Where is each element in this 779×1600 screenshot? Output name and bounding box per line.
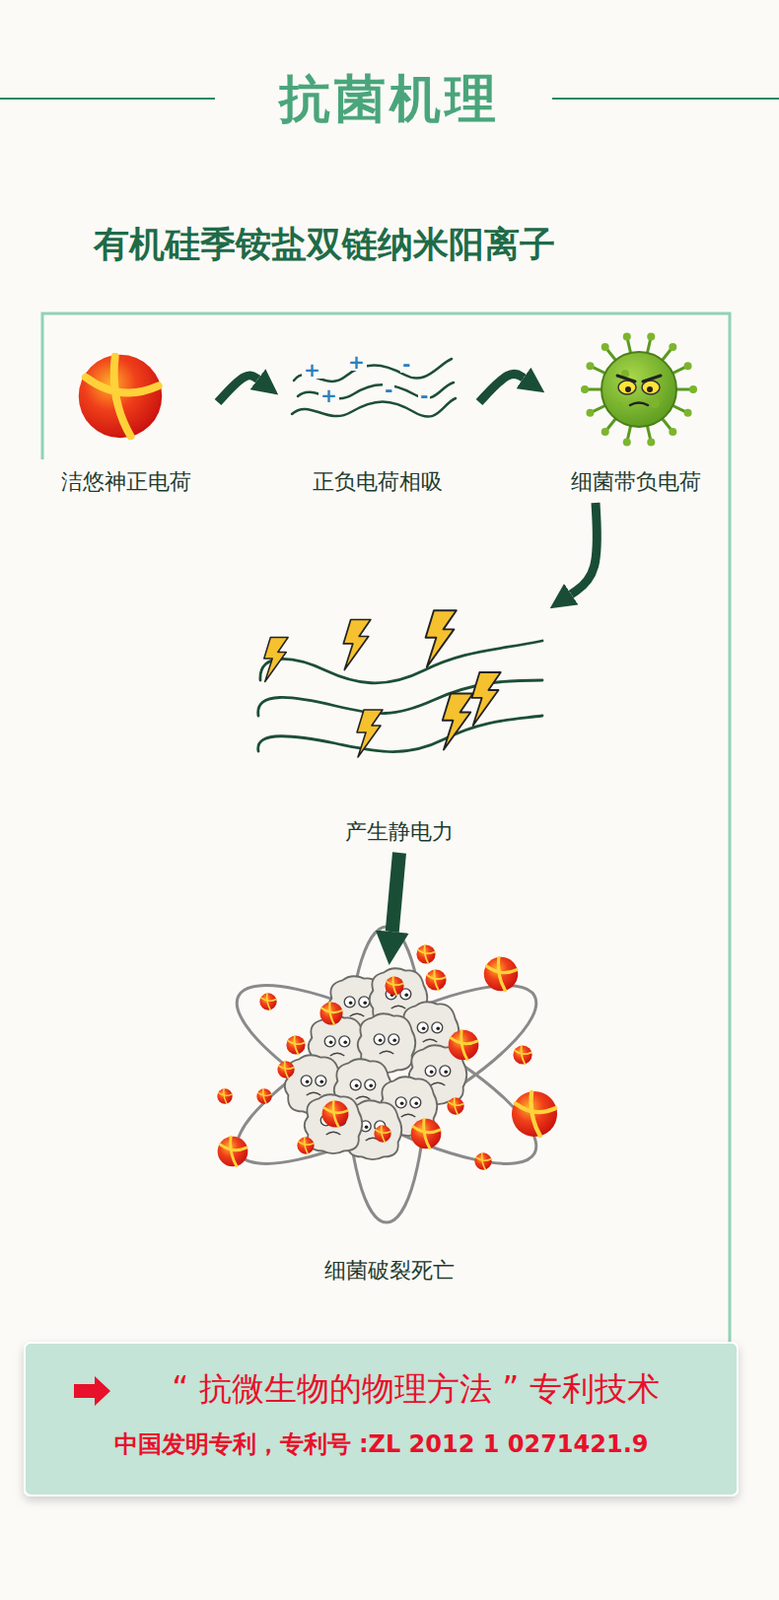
drawing-part [684,409,693,418]
drawing-part [623,332,632,341]
attract-node: 正负电荷相吸 [275,345,480,503]
charge-balls [216,944,558,1170]
charge-sign: + [301,360,323,379]
virus-figure [580,332,698,446]
force-node: 产生静电力 [245,591,554,853]
bacteria-cluster [284,968,468,1160]
charge-sign: - [400,354,413,373]
drawing-part [448,1030,480,1062]
drawing-part [319,1001,343,1025]
drawing-part [356,709,383,758]
drawing-part [474,1152,492,1170]
drawing-part [649,398,660,409]
charge-sign: - [382,380,395,399]
drawing-part [616,402,623,409]
drawing-part [585,409,594,418]
charge-ball [78,354,162,438]
drawing-part [617,375,661,382]
drawing-part [601,343,610,352]
drawing-part [484,957,519,992]
drawing-part [285,1035,305,1055]
drawing-part [646,332,655,341]
drawing-part [512,1045,532,1064]
drawing-part [472,672,501,726]
drawing-part [424,969,446,991]
drawing-part [264,637,288,683]
drawing-part [442,694,474,751]
frame-line [42,313,730,1344]
orbit-lines [215,926,557,1223]
patent-heading: “ 抗微生物的物理方法 ” 专利技术 [18,1364,744,1415]
drawing-part [416,944,435,964]
drawing-part [684,361,693,370]
bacteria-node: 细菌带负电荷 [541,333,731,503]
caption: 正负电荷相吸 [275,467,480,497]
drawing-part [618,380,637,395]
drawing-part [601,427,610,436]
drawing-part [259,992,277,1010]
drawing-part [296,1136,314,1154]
drawing-part [668,427,677,436]
flow-arrow [392,852,400,932]
flow-arrow [217,375,258,403]
charge-node: 洁悠神正电荷 [33,345,218,503]
drawing-part [580,385,589,394]
title-rule [0,97,215,100]
drawing-part [217,373,597,932]
force-waves [258,640,543,753]
drawing-part [446,1097,464,1115]
drawing-part [641,380,660,395]
drawing-part [217,1136,249,1168]
virus-spikes [580,332,698,446]
drawing-part [216,1088,232,1104]
drawing-part [646,386,653,393]
caption: 洁悠神正电荷 [33,467,218,497]
virus-body [601,352,677,427]
drawing-part [260,640,543,684]
drawing-part [258,680,543,716]
drawing-part [511,1091,558,1137]
drawing-part [411,1119,442,1150]
pointer-arrow [73,1376,111,1407]
drawing-part [291,398,456,418]
drawing-part [215,954,557,1196]
drawing-part [425,610,457,668]
caption: 产生静电力 [245,817,554,848]
flow-arrow [570,502,597,595]
drawing-part [258,715,543,753]
page-title: 抗菌机理 [0,67,779,131]
title-rule [552,97,779,100]
caption: 细菌带负电荷 [541,467,731,497]
drawing-part [256,1088,272,1104]
charge-sign: + [346,353,367,371]
drawing-part [630,403,648,407]
patent-panel [24,1343,738,1496]
burst-node: 细菌破裂死亡 [201,961,578,1292]
drawing-part [293,358,452,382]
drawing-part [343,620,371,671]
drawing-part [322,1101,350,1129]
drawing-part [585,361,594,370]
caption: 细菌破裂死亡 [201,1256,578,1286]
subtitle: 有机硅季铵盐双链纳米阳离子 [93,222,556,267]
flow-arrow [479,373,524,403]
patent-number: 中国发明专利，专利号 :ZL 2012 1 0271421.9 [18,1427,744,1462]
lightning-bolts [264,610,501,758]
drawing-part [215,954,557,1196]
drawing-part [277,1061,294,1078]
drawing-part [689,385,698,394]
patent-box: “ 抗微生物的物理方法 ” 专利技术中国发明专利，专利号 :ZL 2012 1 … [18,1343,744,1496]
charge-sign: + [318,386,340,405]
chain-waves [291,358,456,418]
drawing-part [384,976,404,995]
drawing-part [623,438,632,447]
charge-sign: - [418,386,430,405]
drawing-part [625,386,632,393]
drawing-part [668,343,677,352]
drawing-part [646,438,655,447]
drawing-part [373,1125,391,1142]
